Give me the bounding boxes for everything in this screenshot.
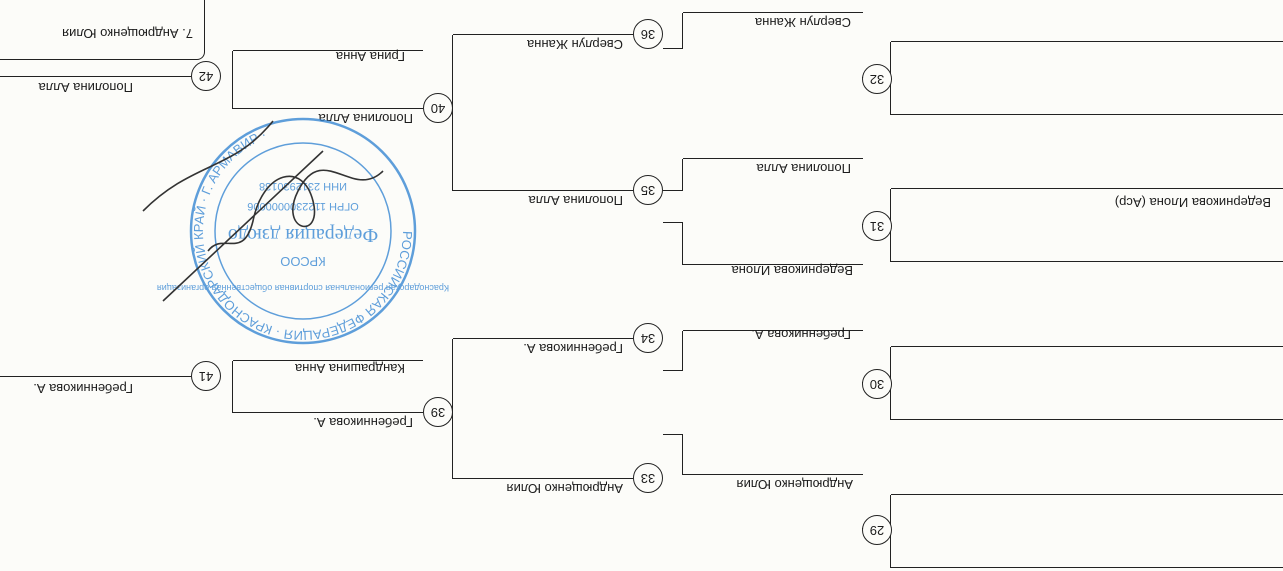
stamp-ogrn: ОГРН 1122300000006 (247, 200, 359, 212)
stamp-center-text: Федерация дзюдо (228, 224, 378, 246)
r2-32-name: Сверлун Жанна (754, 15, 851, 30)
result-text: 7. Андрющенко Юлия (62, 26, 193, 41)
match-39-number: 39 (423, 397, 453, 427)
r3-36-name: Сверлун Жанна (526, 37, 623, 52)
match-36-number: 36 (633, 19, 663, 49)
r2-29-name: Андрющенко Юлия (736, 477, 854, 492)
match-31-number: 31 (862, 211, 892, 241)
match-32-number: 32 (862, 64, 892, 94)
match-33-number: 33 (633, 463, 663, 493)
stamp-abbr: КРСОО (280, 254, 325, 269)
match-29-number: 29 (862, 515, 892, 545)
match-34-number: 34 (633, 323, 663, 353)
r3-35-name: Пополина Алла (528, 193, 624, 208)
r5-42-name: Пополина Алла (38, 80, 134, 95)
stamp-inner-ring (214, 142, 392, 320)
r2-31b-name: Пополина Алла (756, 161, 852, 176)
r3-34-name: Гребенникова А. (523, 341, 623, 356)
r2-30-name: Гребенникова А. (751, 327, 851, 342)
signature (142, 120, 384, 302)
stamp-inner-text: Краснодарская региональная спортивная об… (157, 283, 449, 293)
r3-33-name: Андрющенко Юлия (506, 481, 624, 496)
match-35-number: 35 (633, 175, 663, 205)
r4-39a-name: Гребенникова А. (313, 415, 413, 430)
match-30-number: 30 (862, 369, 892, 399)
stamp-inn: ИНН 2312930138 (259, 180, 347, 192)
slot-31-top-name: Ведерникова Илона (Аср) (1114, 195, 1271, 210)
official-stamp: РОССИЙСКАЯ ФЕДЕРАЦИЯ · КРАСНОДАРСКИЙ КРА… (142, 117, 449, 345)
r5-41-name: Гребенникова А. (33, 381, 133, 396)
stamp-outer-ring (189, 117, 417, 345)
r2-31-name: Ведерникова Илона (731, 263, 853, 278)
r4-40b-name: Грина Анна (335, 49, 405, 64)
